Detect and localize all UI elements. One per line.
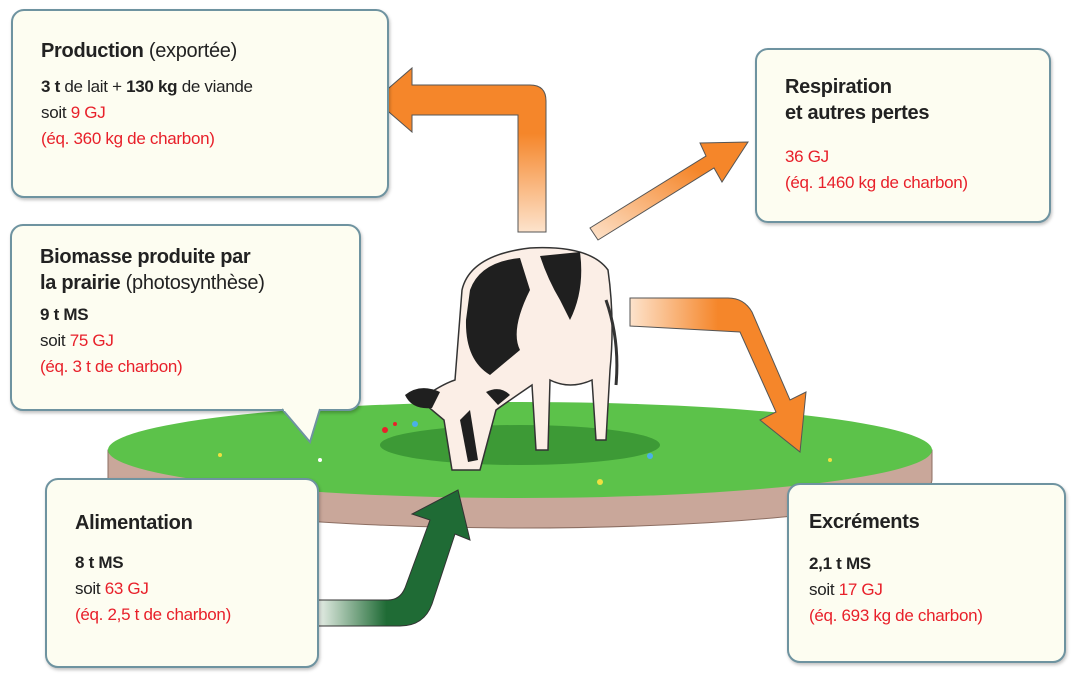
biomasse-energy: soit 75 GJ: [40, 331, 114, 350]
alimentation-equivalent: (éq. 2,5 t de charbon): [75, 605, 231, 624]
production-equivalent: (éq. 360 kg de charbon): [41, 129, 215, 148]
biomasse-callout-tail: [281, 408, 321, 444]
excrements-box: Excréments 2,1 t MS soit 17 GJ (éq. 693 …: [787, 483, 1066, 663]
alimentation-box: Alimentation 8 t MS soit 63 GJ (éq. 2,5 …: [45, 478, 319, 668]
excrements-arrow: [629, 297, 807, 453]
excrements-title: Excréments: [809, 511, 920, 533]
biomasse-quantity: 9 t MS: [40, 305, 89, 324]
respiration-energy: 36 GJ: [785, 147, 829, 166]
production-box: Production (exportée) 3 t de lait + 130 …: [11, 9, 389, 198]
production-quantity: 3 t de lait + 130 kg de viande: [41, 77, 253, 96]
respiration-equivalent: (éq. 1460 kg de charbon): [785, 173, 968, 192]
alimentation-energy: soit 63 GJ: [75, 579, 149, 598]
alimentation-quantity: 8 t MS: [75, 553, 124, 572]
production-energy: soit 9 GJ: [41, 103, 106, 122]
production-title: Production (exportée): [41, 40, 237, 62]
biomasse-equivalent: (éq. 3 t de charbon): [40, 357, 183, 376]
excrements-energy: soit 17 GJ: [809, 580, 883, 599]
excrements-quantity: 2,1 t MS: [809, 554, 871, 573]
production-arrow: [374, 66, 547, 233]
cow-illustration: [405, 246, 619, 471]
respiration-arrow: [589, 141, 749, 241]
alimentation-arrow: [317, 489, 471, 627]
excrements-equivalent: (éq. 693 kg de charbon): [809, 606, 983, 625]
alimentation-title: Alimentation: [75, 512, 193, 534]
